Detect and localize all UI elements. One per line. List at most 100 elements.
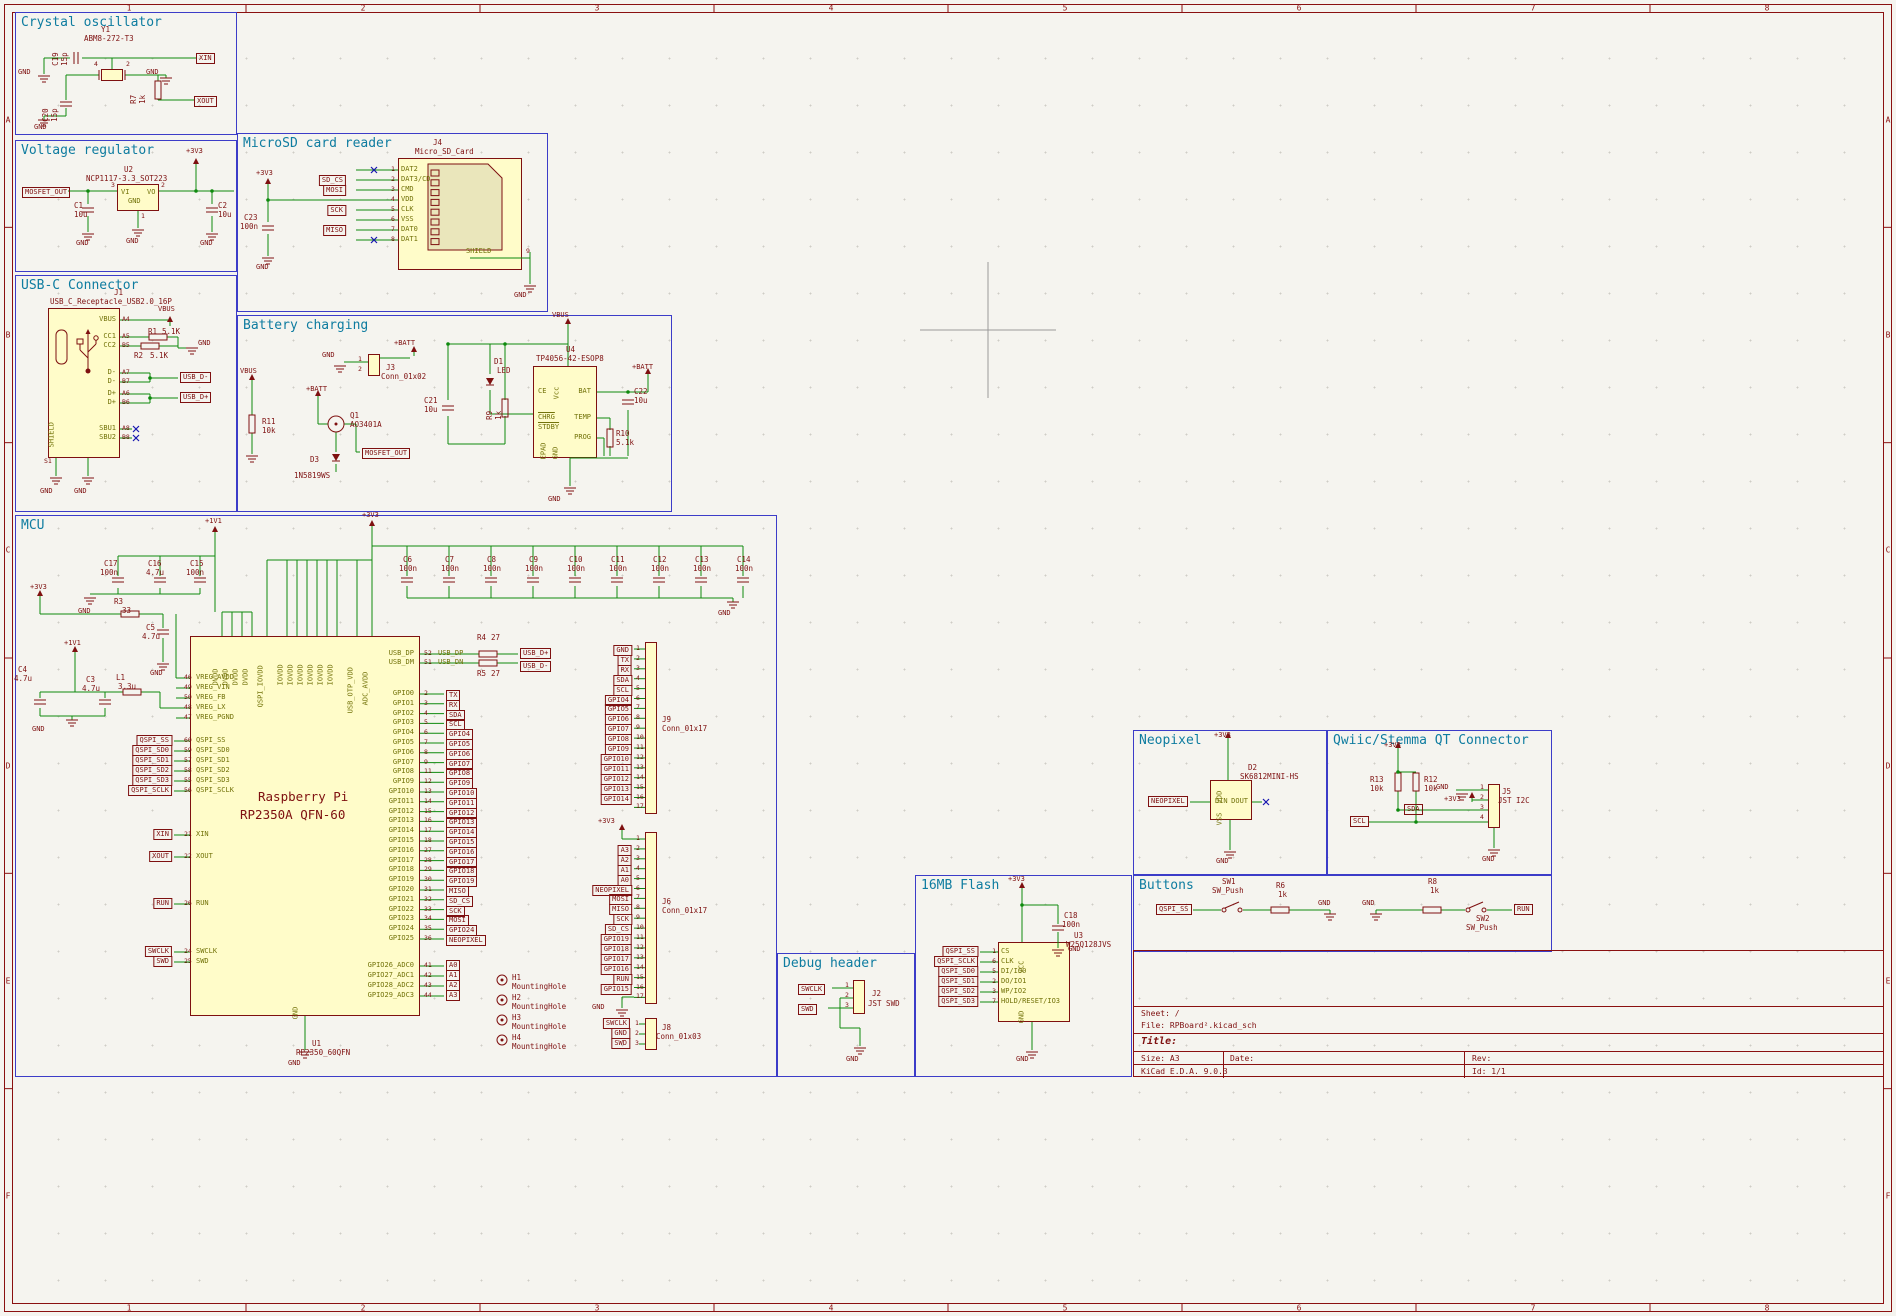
sch-text[interactable]: 36 — [424, 935, 432, 942]
sch-text[interactable]: VBUS — [158, 306, 175, 313]
sch-text[interactable]: 11 — [636, 744, 644, 751]
sch-text[interactable]: CC1 — [103, 333, 116, 340]
sch-text[interactable]: 57 — [184, 757, 192, 764]
sch-text[interactable]: MOSFET_OUT — [22, 187, 70, 198]
sch-text[interactable]: 5.1k — [616, 439, 634, 447]
sch-text[interactable]: 5.1K — [150, 352, 168, 360]
sch-text[interactable]: 4.7u — [82, 685, 100, 693]
sch-text[interactable]: SCL — [1350, 816, 1369, 827]
sch-text[interactable]: A8 — [122, 425, 130, 432]
sch-text[interactable]: 3 — [1480, 804, 1484, 811]
sch-text[interactable]: R8 — [1428, 878, 1437, 886]
sch-text[interactable]: DVDD — [233, 668, 240, 685]
sch-text[interactable]: TEMP — [574, 414, 591, 421]
sch-text[interactable]: GND — [548, 496, 561, 503]
sch-text[interactable]: GND — [146, 69, 159, 76]
sch-text[interactable]: 2 — [1480, 794, 1484, 801]
sch-text[interactable]: 6 — [424, 729, 428, 736]
sch-text[interactable]: 58 — [184, 767, 192, 774]
sch-text[interactable]: +1V1 — [64, 640, 81, 647]
sch-text[interactable]: XIN — [153, 829, 172, 840]
sch-text[interactable]: QSPI_SD1 — [196, 757, 230, 764]
sch-text[interactable]: GND — [76, 240, 89, 247]
sch-text[interactable]: 51 — [424, 659, 432, 666]
sch-text[interactable]: GPIO17 — [389, 857, 414, 864]
sch-text[interactable]: 7 — [424, 739, 428, 746]
sch-text[interactable]: 1k — [1430, 887, 1439, 895]
sch-text[interactable]: R5 — [477, 670, 486, 678]
sch-text[interactable]: QSPI_SCLK — [196, 787, 234, 794]
sch-text[interactable]: 13 — [636, 954, 644, 961]
sch-text[interactable]: 29 — [424, 866, 432, 873]
sch-text[interactable]: 7 — [636, 704, 640, 711]
sch-text[interactable]: CS — [1001, 948, 1009, 955]
sch-text[interactable]: 15 — [636, 784, 644, 791]
sch-text[interactable]: NEOPIXEL — [446, 935, 486, 946]
sch-text[interactable]: DVDD — [213, 668, 220, 685]
sch-text[interactable]: JST SWD — [868, 1000, 900, 1008]
sch-text[interactable]: 46 — [184, 674, 192, 681]
sch-text[interactable]: 12 — [424, 778, 432, 785]
sch-text[interactable]: 32 — [424, 896, 432, 903]
sch-text[interactable]: USB_D+ — [180, 392, 211, 403]
sch-text[interactable]: 1k — [139, 95, 147, 104]
sch-text[interactable]: 28 — [424, 857, 432, 864]
sch-text[interactable]: 5.1K — [162, 328, 180, 336]
sch-text[interactable]: RUN — [153, 898, 172, 909]
sch-text[interactable]: 17 — [636, 993, 644, 1000]
sch-text[interactable]: J2 — [872, 990, 881, 998]
sch-text[interactable]: +3V3 — [256, 170, 273, 177]
sch-text[interactable]: 100n — [1062, 921, 1080, 929]
sch-text[interactable]: H4 — [512, 1034, 521, 1042]
sch-text[interactable]: DVDD — [243, 668, 250, 685]
sch-text[interactable]: GND — [1436, 784, 1449, 791]
sch-text[interactable]: +BATT — [394, 340, 415, 347]
sch-text[interactable]: 100n — [525, 565, 543, 573]
sch-text[interactable]: 13 — [424, 788, 432, 795]
sch-text[interactable]: SCK — [327, 205, 346, 216]
sch-text[interactable]: C7 — [445, 556, 454, 564]
sch-text[interactable]: J1 — [114, 289, 123, 297]
component-body[interactable] — [853, 980, 865, 1014]
sch-text[interactable]: GND — [1016, 1056, 1029, 1063]
sch-text[interactable]: +3V3 — [1008, 876, 1025, 883]
sch-text[interactable]: DI/IO0 — [1001, 968, 1026, 975]
sch-text[interactable]: 42 — [424, 972, 432, 979]
sch-text[interactable]: 4.7u — [142, 633, 160, 641]
sch-text[interactable]: QSPI_SD3 — [938, 996, 978, 1007]
sch-text[interactable]: IOVDD — [328, 664, 335, 685]
sch-text[interactable]: VDD — [1217, 791, 1224, 804]
sch-text[interactable]: ABM8-272-T3 — [84, 35, 134, 43]
sch-text[interactable]: +3V3 — [598, 818, 615, 825]
sch-text[interactable]: A6 — [122, 390, 130, 397]
sch-text[interactable]: USB_DP — [438, 650, 463, 657]
sch-text[interactable]: 9 — [526, 248, 530, 255]
sch-text[interactable]: 4 — [94, 61, 98, 68]
sch-text[interactable]: 18 — [424, 837, 432, 844]
sch-text[interactable]: GPIO27_ADC1 — [368, 972, 414, 979]
sch-text[interactable]: 9 — [636, 914, 640, 921]
sch-text[interactable]: +1V1 — [205, 518, 222, 525]
sch-text[interactable]: GND — [1318, 900, 1331, 907]
sch-text[interactable]: DAT0 — [401, 226, 418, 233]
section-battery-charging[interactable]: Battery charging — [237, 315, 672, 512]
sch-text[interactable]: WP/IO2 — [1001, 988, 1026, 995]
sch-text[interactable]: 4 — [391, 196, 395, 203]
sch-text[interactable]: GND — [200, 240, 213, 247]
sch-text[interactable]: GPIO20 — [389, 886, 414, 893]
sch-text[interactable]: Conn_01x17 — [662, 907, 707, 915]
sch-text[interactable]: GPIO29_ADC3 — [368, 992, 414, 999]
sch-text[interactable]: +BATT — [632, 364, 653, 371]
sch-text[interactable]: 8 — [636, 904, 640, 911]
sch-text[interactable]: USB_D- — [180, 372, 211, 383]
sch-text[interactable]: SWD — [196, 958, 209, 965]
component-body[interactable] — [645, 832, 657, 1004]
sch-text[interactable]: R6 — [1276, 882, 1285, 890]
sch-text[interactable]: 33 — [424, 906, 432, 913]
sch-text[interactable]: C14 — [737, 556, 751, 564]
sch-text[interactable]: VI — [121, 189, 129, 196]
sch-text[interactable]: 3 — [845, 1002, 849, 1009]
sch-text[interactable]: 3 — [992, 988, 996, 995]
sch-text[interactable]: L1 — [116, 674, 125, 682]
